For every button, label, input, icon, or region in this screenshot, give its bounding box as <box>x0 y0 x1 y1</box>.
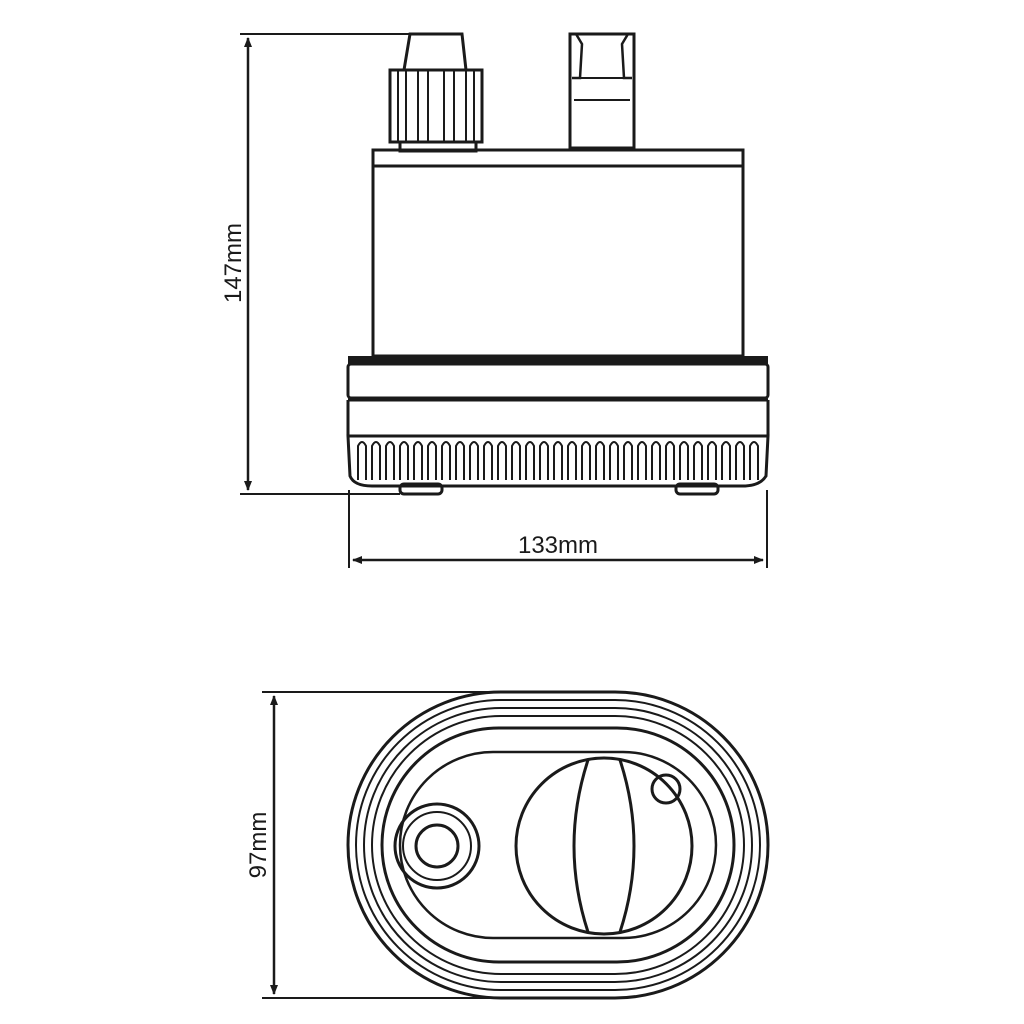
grille-slot <box>413 441 423 480</box>
grille-slot <box>427 441 437 480</box>
pump-upper-body <box>371 148 745 358</box>
intake-grille <box>346 434 770 496</box>
grille-slot <box>455 441 465 480</box>
top-view: 97mm <box>245 690 770 1000</box>
side-view: 147mm 133mm <box>220 32 770 568</box>
grille-slot <box>735 441 745 480</box>
grille-slot <box>497 441 507 480</box>
grille-slot <box>665 441 675 480</box>
grille-slots <box>357 441 759 480</box>
grille-slot <box>525 441 535 480</box>
grille-slot <box>581 441 591 480</box>
grille-slot <box>553 441 563 480</box>
outlet-nozzle-top <box>393 802 481 890</box>
grille-slot <box>511 441 521 480</box>
depth-label: 97mm <box>245 812 272 879</box>
right-foot <box>674 482 720 496</box>
pump-base-band <box>346 356 770 436</box>
grille-slot <box>707 441 717 480</box>
height-label: 147mm <box>220 223 247 303</box>
depth-dimension: 97mm <box>245 691 510 999</box>
cable-hole <box>650 773 682 805</box>
grille-slot <box>539 441 549 480</box>
grille-slot <box>623 441 633 480</box>
grille-slot <box>749 441 759 480</box>
grille-slot <box>637 441 647 480</box>
threaded-outlet-nozzle <box>388 32 484 153</box>
grille-slot <box>595 441 605 480</box>
grille-slot <box>483 441 493 480</box>
housing-outline <box>346 690 770 1000</box>
grille-slot <box>385 441 395 480</box>
height-dimension: 147mm <box>220 33 410 495</box>
grille-slot <box>371 441 381 480</box>
width-dimension: 133mm <box>348 490 768 568</box>
grille-slot <box>651 441 661 480</box>
grille-slot <box>469 441 479 480</box>
width-label: 133mm <box>518 532 598 559</box>
grille-slot <box>679 441 689 480</box>
grille-slot <box>567 441 577 480</box>
grille-slot <box>399 441 409 480</box>
grille-slot <box>609 441 619 480</box>
grille-slot <box>357 441 367 480</box>
cable-grommet <box>568 32 636 150</box>
grille-slot <box>721 441 731 480</box>
grille-slot <box>693 441 703 480</box>
impeller-cover <box>514 756 694 936</box>
left-foot <box>398 482 444 496</box>
grille-slot <box>441 441 451 480</box>
